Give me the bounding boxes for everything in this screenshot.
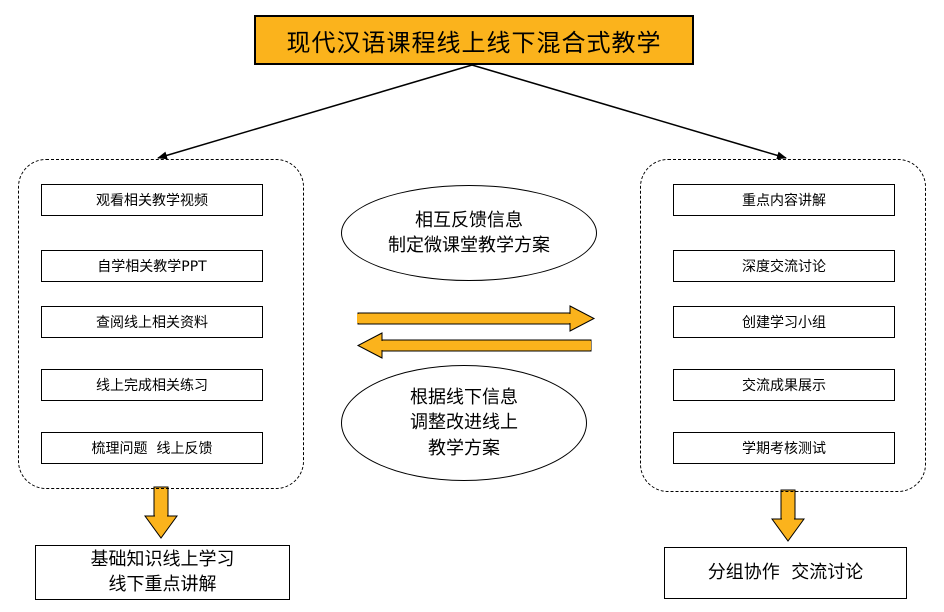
ellipse-adjust-line-2: 调整改进线上 bbox=[410, 412, 518, 434]
left-step-1: 观看相关教学视频 bbox=[41, 184, 263, 216]
left-group bbox=[18, 159, 304, 489]
arrow-title-to-right bbox=[471, 64, 787, 160]
left-result-line-2: 线下重点讲解 bbox=[108, 573, 217, 595]
ellipse-adjust-line-3: 教学方案 bbox=[428, 437, 500, 459]
diagram-title: 现代汉语课程线上线下混合式教学 bbox=[254, 15, 694, 65]
right-group bbox=[640, 159, 926, 492]
left-result-line-1: 基础知识线上学习 bbox=[90, 549, 235, 571]
right-result-box: 分组协作 交流讨论 bbox=[664, 547, 907, 599]
left-step-5: 梳理问题 线上反馈 bbox=[41, 432, 263, 464]
arrow-down-left bbox=[144, 486, 178, 539]
ellipse-feedback: 相互反馈信息 制定微课堂教学方案 bbox=[341, 185, 597, 281]
ellipse-adjust-line-1: 根据线下信息 bbox=[410, 387, 518, 409]
left-result-box: 基础知识线上学习 线下重点讲解 bbox=[35, 545, 290, 600]
right-step-3: 创建学习小组 bbox=[673, 306, 895, 338]
arrow-left-orange bbox=[356, 332, 592, 359]
left-step-3: 查阅线上相关资料 bbox=[41, 306, 263, 338]
ellipse-feedback-line-1: 相互反馈信息 bbox=[415, 209, 523, 231]
left-step-4: 线上完成相关练习 bbox=[41, 369, 263, 401]
ellipse-feedback-line-2: 制定微课堂教学方案 bbox=[388, 235, 550, 256]
arrow-title-to-left bbox=[157, 64, 473, 160]
right-step-1: 重点内容讲解 bbox=[673, 184, 895, 216]
arrow-down-right bbox=[771, 489, 805, 542]
arrow-right-orange bbox=[357, 305, 596, 332]
right-step-2: 深度交流讨论 bbox=[673, 250, 895, 282]
right-result-line-1: 分组协作 交流讨论 bbox=[707, 561, 864, 583]
ellipse-adjust: 根据线下信息 调整改进线上 教学方案 bbox=[341, 365, 587, 481]
right-step-5: 学期考核测试 bbox=[673, 432, 895, 464]
right-step-4: 交流成果展示 bbox=[673, 369, 895, 401]
left-step-2: 自学相关教学PPT bbox=[41, 250, 263, 282]
